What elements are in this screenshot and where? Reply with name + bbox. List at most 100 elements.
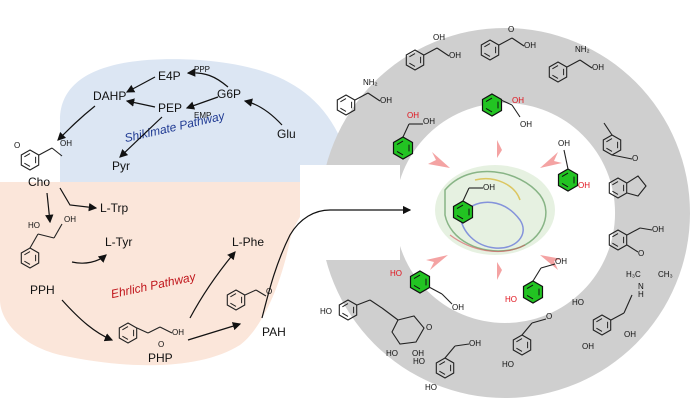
product-green-5: HO OH [390,269,464,312]
svg-text:OH: OH [558,139,570,148]
label-dahp: DAHP [93,89,126,103]
svg-text:HO: HO [386,349,398,358]
label-lphe: L-Phe [232,235,264,249]
svg-text:OH: OH [652,225,664,234]
svg-text:OH: OH [64,215,76,224]
svg-text:HO: HO [572,298,584,307]
label-cho: Cho [28,175,50,189]
svg-text:O: O [426,323,432,332]
product-ring-3: O OH [480,25,536,61]
product-green-4: OH [452,183,495,224]
svg-text:OH: OH [449,51,461,60]
svg-text:OH: OH [592,63,604,72]
arrow-cho-pph [45,192,54,224]
pph-structure: HO OH [20,215,76,269]
svg-text:H₃C: H₃C [626,270,641,279]
arrow-cho-ltrp [59,187,98,212]
svg-text:O: O [14,141,20,150]
arrow-pep-pyr [119,116,163,158]
svg-text:OH: OH [407,111,419,120]
svg-text:OH: OH [512,96,524,105]
product-ring-9: O HO [502,312,552,369]
pink-arrow-bottom-left [426,255,448,270]
svg-text:OH: OH [452,303,464,312]
label-pph: PPH [30,283,55,297]
pink-arrow-top-left [428,152,450,168]
svg-text:OH: OH [412,349,424,358]
product-ring-8: HO H₃C N H CH₃ OH OH [572,270,673,351]
product-ring-10: OH HO HO [413,339,481,392]
label-g6p: G6P [217,87,241,101]
svg-text:OH: OH [555,257,567,266]
product-ring-11: HO HO OH O [320,299,432,358]
svg-text:HO: HO [502,360,514,369]
product-green-1: OH OH [392,111,435,160]
arrow-php-lphe [189,251,236,319]
svg-text:HO: HO [320,307,332,316]
arrow-g6p-pep [185,96,219,110]
svg-text:O: O [638,249,644,258]
pink-arrow-bottom-right [540,255,562,270]
label-e4p: E4P [158,69,181,83]
svg-text:NH₂: NH₂ [363,78,378,87]
label-pyr: Pyr [112,159,130,173]
enzyme-structure [435,165,555,255]
svg-text:OH: OH [172,328,184,337]
arrow-pph-php [61,299,114,342]
svg-text:OH: OH [578,181,590,190]
product-ring-5: O [602,122,638,163]
svg-text:OH: OH [423,117,435,126]
svg-text:OH: OH [582,342,594,351]
product-green-2: OH OH [481,93,532,129]
svg-text:O: O [266,287,272,296]
svg-text:OH: OH [469,339,481,348]
arrow-g6p-e4p [186,68,229,88]
product-ring-7: OH O [608,225,664,258]
svg-text:O: O [546,312,552,321]
svg-text:HO: HO [390,269,402,278]
pah-structure: O [226,287,272,311]
svg-text:HO: HO [425,383,437,392]
arrow-pph-ltyr [71,254,107,264]
svg-text:HO: HO [413,357,425,366]
label-ppp: PPP [194,65,210,74]
label-glu: Glu [277,127,296,141]
label-ltyr: L-Tyr [105,235,132,249]
label-pep: PEP [158,101,182,115]
product-ring-4: NH₂ OH [548,45,604,83]
label-ltrp: L-Trp [100,201,129,215]
svg-text:OH: OH [520,120,532,129]
svg-text:N: N [638,282,644,291]
pink-arrow-top-right [540,152,562,168]
arrow-pah-to-ring [261,205,412,319]
svg-text:OH: OH [624,330,636,339]
svg-text:HO: HO [28,221,40,230]
svg-text:NH₂: NH₂ [575,45,590,54]
product-ring [320,28,690,398]
pink-arrow-top [497,140,502,158]
ehrlich-region [0,182,330,366]
arrow-dahp-cho [57,105,96,141]
pink-arrow-bottom [497,262,502,280]
svg-text:O: O [158,340,164,349]
product-green-6: HO OH [505,257,567,304]
php-structure: OH O [118,322,184,349]
svg-text:O: O [508,25,514,34]
label-pah: PAH [262,325,286,339]
arrow-e4p-dahp [125,76,156,93]
svg-text:OH: OH [524,41,536,50]
svg-text:CH₃: CH₃ [658,270,673,279]
label-php: PHP [148,351,173,365]
cho-structure: O OH [14,139,72,171]
product-green-3: OH OH [557,139,590,192]
svg-text:H: H [638,290,644,299]
label-emp: EMP [194,111,211,120]
svg-text:OH: OH [60,139,72,148]
arrow-glu-g6p [243,98,283,126]
svg-text:OH: OH [380,96,392,105]
arrow-php-pah [187,322,242,341]
ring-opening [300,165,400,260]
product-ring-1: NH₂ OH [336,78,392,116]
arrow-pep-dahp [125,98,156,108]
